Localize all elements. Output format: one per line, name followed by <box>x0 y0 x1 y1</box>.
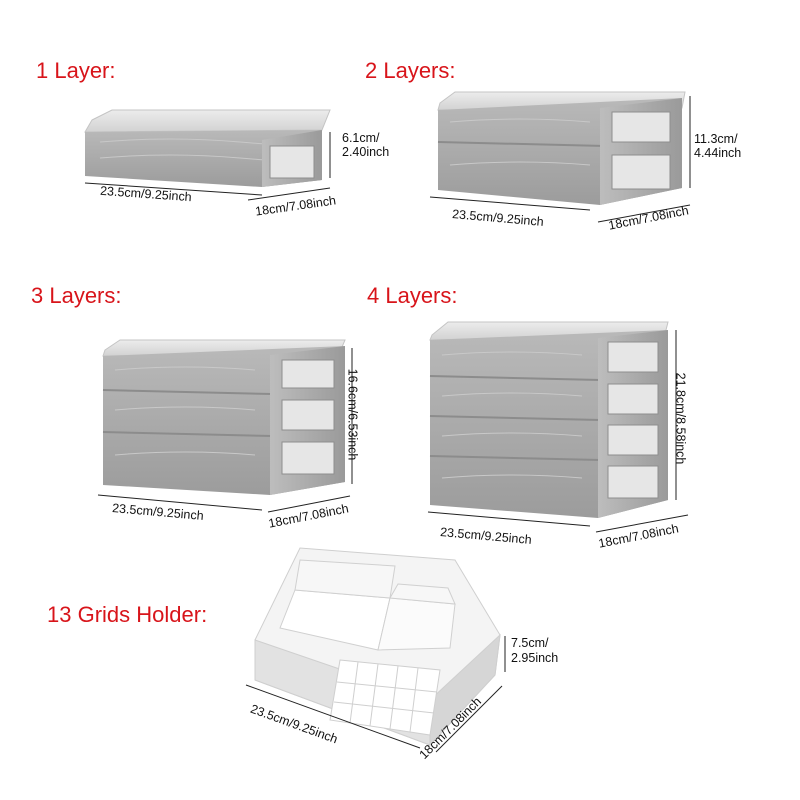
one-layer-drawer-image <box>84 109 331 187</box>
one-layer-height-1: 6.1cm/ <box>342 131 380 145</box>
three-layers-height: 16.6cm/6.53inch <box>345 368 360 461</box>
grids-holder-height-2: 2.95inch <box>511 651 559 665</box>
three-layers-title: 3 Layers: <box>31 283 122 308</box>
dimension-lines <box>84 96 691 753</box>
grids-holder-height-1: 7.5cm/ <box>511 636 549 650</box>
three-layers-drawer-image <box>102 339 346 495</box>
grids-holder-title: 13 Grids Holder: <box>47 602 208 627</box>
four-layers-title: 4 Layers: <box>367 283 458 308</box>
grids-holder-image <box>254 547 501 747</box>
two-layers-title: 2 Layers: <box>365 58 456 83</box>
four-layers-drawer-image <box>429 321 669 518</box>
one-layer-height-2: 2.40inch <box>342 145 390 159</box>
two-layers-drawer-image <box>437 91 686 205</box>
two-layers-height-2: 4.44inch <box>694 146 742 160</box>
one-layer-title: 1 Layer: <box>36 58 116 83</box>
four-layers-height: 21.8cm/8.58inch <box>673 372 688 465</box>
two-layers-height-1: 11.3cm/ <box>694 132 738 146</box>
